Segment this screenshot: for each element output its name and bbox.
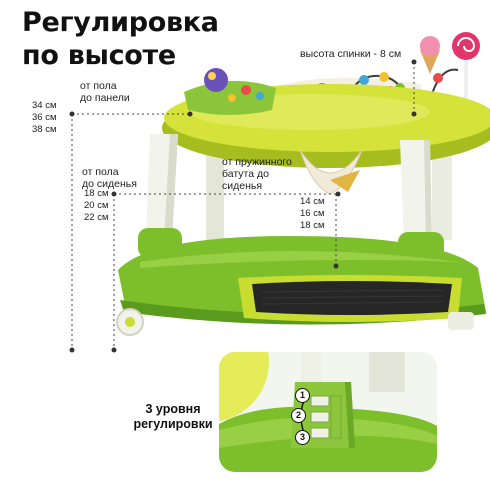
floor-to-panel-label: от пола до панели — [80, 80, 130, 104]
marker-dot — [111, 347, 117, 353]
dimension-markers — [69, 59, 417, 353]
adjustment-caption-line-2: регулировки — [133, 417, 213, 431]
value-item: 20 см — [84, 200, 109, 211]
marker-dot — [187, 111, 193, 117]
ice-cream-cone — [420, 50, 440, 74]
ice-cream-scoop — [420, 36, 440, 56]
panel-button — [256, 92, 264, 100]
adjustment-closeup: 1 2 3 — [219, 352, 437, 472]
title-line-1: Регулировка — [22, 7, 219, 38]
walker-base-top — [140, 251, 460, 268]
floor-to-panel-values: 34 см 36 см 38 см — [32, 100, 57, 136]
front-leg-left-shade — [164, 134, 178, 240]
spring-to-seat-values: 14 см 16 см 18 см — [300, 196, 325, 232]
backrest-height-label: высота спинки - 8 см — [300, 48, 401, 60]
spring-mat — [252, 281, 452, 315]
floor-to-seat-line-2: до сиденья — [82, 178, 137, 190]
closeup-slot — [310, 411, 330, 423]
floor-to-panel-line-2: до панели — [80, 92, 130, 104]
marker-dot — [335, 191, 341, 197]
marker-dot — [333, 263, 339, 269]
closeup-tray-edge — [219, 352, 269, 422]
panel-button — [228, 94, 236, 102]
value-item: 14 см — [300, 196, 325, 207]
toy-bead — [359, 75, 369, 85]
rear-leg-right — [432, 140, 452, 240]
value-item: 18 см — [84, 188, 109, 199]
value-item: 22 см — [84, 212, 109, 223]
lollipop-swirl — [457, 37, 476, 52]
wheel-mount-right — [448, 312, 474, 330]
backrest-height-text: высота спинки - 8 см — [300, 48, 402, 60]
step-2-badge: 2 — [291, 408, 306, 423]
panel-button — [241, 85, 251, 95]
lollipop-candy — [452, 32, 480, 60]
toy-bead — [433, 73, 443, 83]
panel-dome — [204, 68, 228, 92]
closeup-slot-b — [330, 395, 342, 439]
spring-mat-texture — [261, 289, 445, 305]
adjustment-caption: 3 уровня регулировки — [118, 402, 228, 432]
spring-to-seat-line-2: батута до — [222, 168, 269, 180]
closeup-socket-shade — [345, 382, 355, 448]
value-item: 18 см — [300, 220, 325, 231]
marker-dot — [411, 59, 417, 65]
panel-dome-shine — [208, 72, 216, 80]
closeup-slot — [310, 427, 330, 439]
seat-cloth-flap — [330, 170, 360, 192]
floor-to-panel-line-1: от пола — [80, 80, 117, 92]
spring-to-seat-line-1: от пружинного — [222, 156, 292, 168]
dimension-lines — [71, 62, 415, 350]
toy-bead — [379, 72, 389, 82]
front-leg-right — [400, 140, 432, 246]
wheel-hub — [125, 317, 135, 327]
marker-dot — [411, 111, 417, 117]
rear-leg-left — [206, 150, 224, 240]
spring-to-seat-label: от пружинного батута до сиденья — [222, 156, 292, 192]
front-leg-right-shade — [424, 140, 432, 246]
marker-dot — [111, 191, 117, 197]
floor-to-seat-values: 18 см 20 см 22 см — [84, 188, 109, 224]
marker-dot — [69, 111, 75, 117]
marker-dot — [69, 347, 75, 353]
value-item: 34 см — [32, 100, 57, 111]
closeup-pole-right — [369, 352, 405, 392]
value-item: 38 см — [32, 124, 57, 135]
value-item: 16 см — [300, 208, 325, 219]
closeup-slot — [310, 395, 330, 407]
title-line-2: по высоте — [22, 40, 176, 71]
step-3-badge: 3 — [295, 430, 310, 445]
floor-to-seat-label: от пола до сиденья — [82, 166, 137, 190]
spring-to-seat-line-3: сиденья — [222, 180, 263, 192]
floor-to-seat-line-1: от пола — [82, 166, 119, 178]
page-title: Регулировка по высоте — [22, 6, 219, 72]
closeup-illustration — [219, 352, 437, 472]
value-item: 36 см — [32, 112, 57, 123]
adjustment-caption-line-1: 3 уровня — [145, 402, 201, 416]
step-1-badge: 1 — [295, 388, 310, 403]
